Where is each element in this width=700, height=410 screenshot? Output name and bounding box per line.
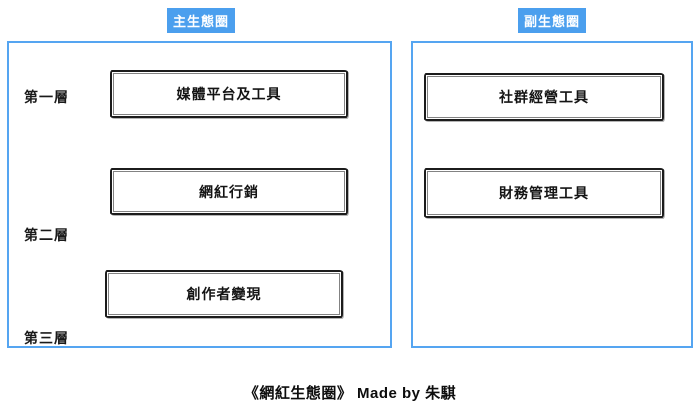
node-community-management-tools: 社群經營工具 bbox=[424, 73, 664, 121]
layer-label-1: 第一層 bbox=[24, 89, 69, 105]
panel-main-ecosystem: 第一層 媒體平台及工具 第二層 網紅行銷 第三層 創作者變現 bbox=[7, 41, 392, 348]
layer-label-2: 第二層 bbox=[24, 227, 69, 243]
diagram-caption: 《網紅生態圈》 Made by 朱騏 bbox=[243, 385, 457, 402]
node-influencer-marketing: 網紅行銷 bbox=[110, 168, 348, 215]
node-media-platforms-tools: 媒體平台及工具 bbox=[110, 70, 348, 118]
node-creator-monetization: 創作者變現 bbox=[105, 270, 343, 318]
node-financial-management-tools: 財務管理工具 bbox=[424, 168, 664, 218]
tab-secondary-ecosystem: 副生態圈 bbox=[518, 8, 587, 33]
tab-main-ecosystem: 主生態圈 bbox=[167, 8, 236, 33]
layer-label-3: 第三層 bbox=[24, 330, 69, 346]
panel-secondary-ecosystem: 社群經營工具 財務管理工具 bbox=[411, 41, 693, 348]
